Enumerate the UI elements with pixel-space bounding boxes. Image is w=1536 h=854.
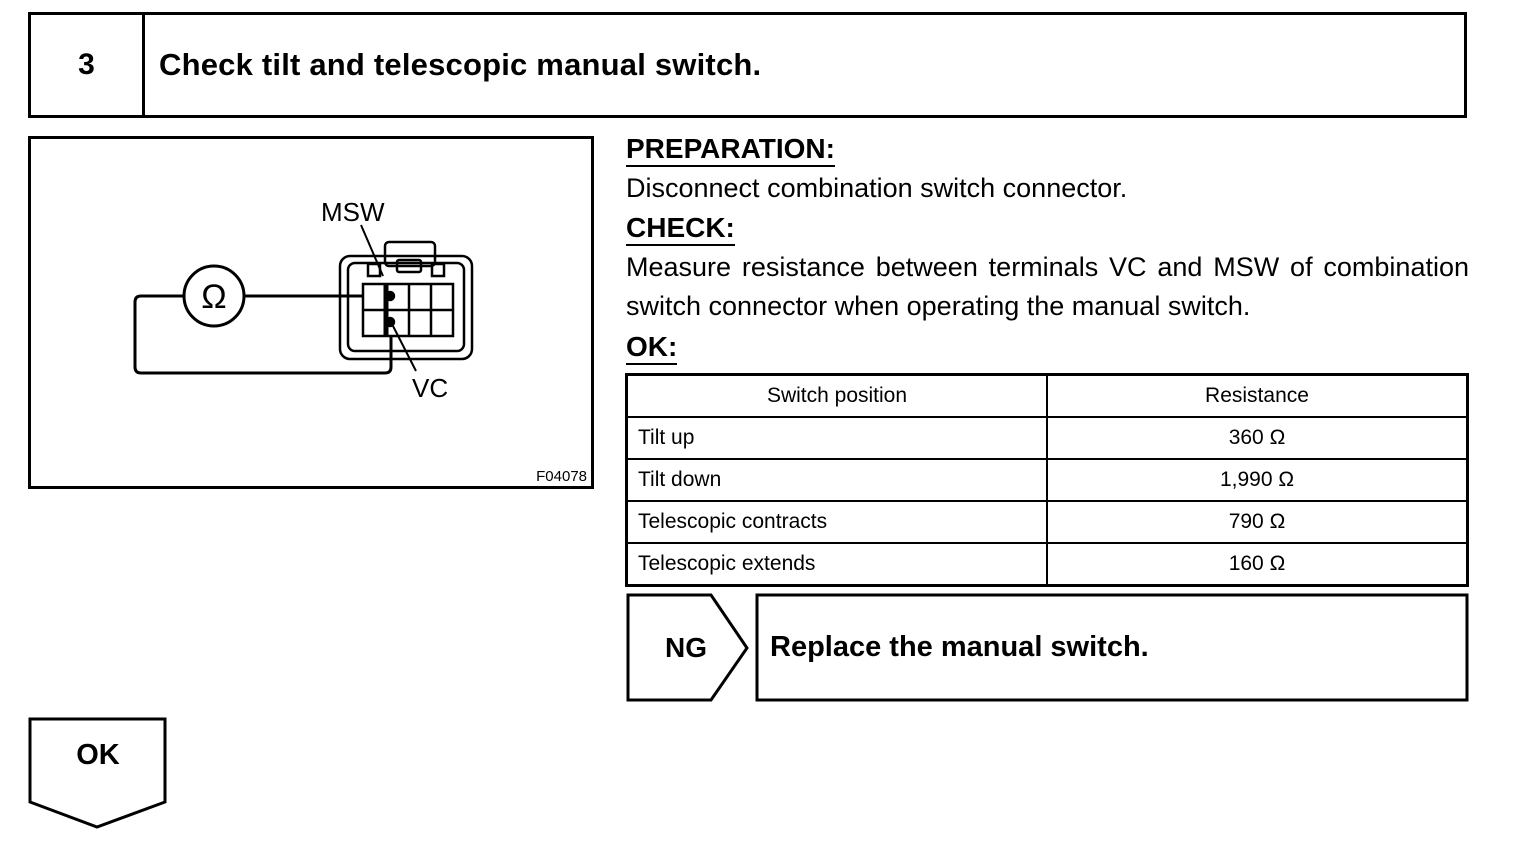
ng-result-box: NG Replace the manual switch. [626,593,1469,702]
switch-position-cell: Tilt down [625,458,1048,502]
step-number: 3 [31,15,145,115]
preparation-heading: PREPARATION: [626,133,835,167]
table-row: Tilt down 1,990 Ω [625,458,1469,502]
ng-arrow-outline [626,593,1469,702]
ok-result-box: OK [28,717,168,829]
check-text: Measure resistance between terminals VC … [626,252,1469,321]
table-row: Tilt up 360 Ω [625,416,1469,460]
table-row: Telescopic contracts 790 Ω [625,500,1469,544]
table-header-row: Switch position Resistance [625,373,1469,418]
vc-leader-line [392,325,417,372]
column-header-switch-position: Switch position [625,373,1048,418]
resistance-cell: 1,990 Ω [1046,458,1469,502]
switch-position-cell: Telescopic extends [625,542,1048,587]
resistance-cell: 790 Ω [1046,500,1469,544]
msw-leader-line [360,224,384,277]
diagram-drawing: Ω MSW VC F04078 [133,197,587,485]
ng-label: NG [665,631,707,663]
ok-label: OK [76,739,120,771]
test-lead-wire [133,294,393,375]
table-row: Telescopic extends 160 Ω [625,542,1469,587]
ok-arrow-outline [28,717,167,829]
switch-position-cell: Tilt up [625,416,1048,460]
resistance-spec-table: Switch position Resistance Tilt up 360 Ω… [625,373,1469,587]
preparation-text: Disconnect combination switch connector. [626,173,1128,203]
resistance-cell: 160 Ω [1046,542,1469,587]
connector-icon [338,240,474,361]
figure-code: F04078 [536,468,587,485]
vc-terminal-label: VC [412,373,448,403]
ng-action-text: Replace the manual switch. [770,631,1149,663]
check-heading: CHECK: [626,212,735,246]
step-title: Check tilt and telescopic manual switch. [159,47,762,82]
ohmmeter-icon: Ω [182,264,246,328]
column-header-resistance: Resistance [1046,373,1469,418]
resistance-cell: 360 Ω [1046,416,1469,460]
wiring-diagram: Ω MSW VC F04078 [28,136,594,489]
step-header: 3 Check tilt and telescopic manual switc… [28,12,1467,118]
msw-terminal-label: MSW [321,197,385,227]
ohm-symbol: Ω [201,278,226,316]
switch-position-cell: Telescopic contracts [625,500,1048,544]
ok-heading: OK: [626,331,678,365]
